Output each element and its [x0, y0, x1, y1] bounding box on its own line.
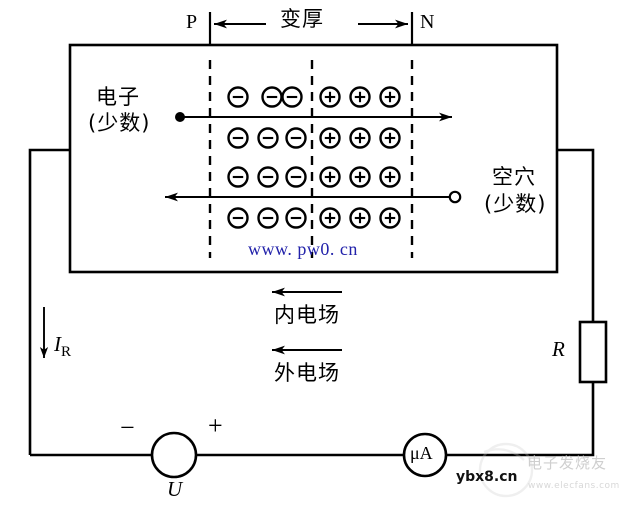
wire-left: [28, 148, 70, 455]
electron-label-line1: 电子: [96, 85, 140, 109]
resistor-symbol: [578, 320, 608, 384]
ybx-watermark: ybx8.cn: [456, 469, 518, 485]
internal-field-label: 内电场: [274, 303, 340, 327]
electron-label-line2: (少数): [88, 111, 151, 135]
semiconductor-bar: [68, 43, 559, 274]
current-label-main: I: [54, 332, 61, 356]
thickening-dimension-bracket: [208, 12, 414, 45]
wire-right: [557, 148, 595, 322]
brand-watermark-cn: 电子发烧友: [527, 454, 608, 472]
hole-label-line2: (少数): [484, 192, 547, 216]
wire-bottom-right: [446, 382, 595, 457]
hole-label-line1: 空穴: [492, 165, 536, 189]
thickening-label: 变厚: [280, 7, 324, 31]
n-region-label: N: [420, 11, 435, 33]
p-region-label: P: [186, 11, 198, 33]
microammeter-symbol: [402, 432, 448, 478]
circuit-wiring: [28, 148, 595, 457]
source-label: U: [167, 477, 183, 501]
microammeter-label: μA: [410, 443, 433, 463]
current-label-subscript: R: [61, 344, 72, 361]
hole-drift-arrow: [165, 190, 462, 204]
electron-drift-arrow: [175, 112, 452, 122]
brand-watermark-swoosh: [478, 442, 534, 498]
center-watermark: www. pw0. cn: [248, 239, 358, 259]
source-minus-terminal-label: −: [120, 413, 135, 442]
external-field-label: 外电场: [274, 361, 340, 385]
current-label: IR: [54, 333, 71, 361]
voltage-source-symbol: [150, 431, 198, 479]
source-plus-terminal-label: +: [208, 411, 223, 440]
resistor-label: R: [552, 337, 565, 361]
brand-watermark-url: www.elecfans.com: [528, 481, 620, 491]
depletion-region-boundaries: [208, 60, 414, 258]
